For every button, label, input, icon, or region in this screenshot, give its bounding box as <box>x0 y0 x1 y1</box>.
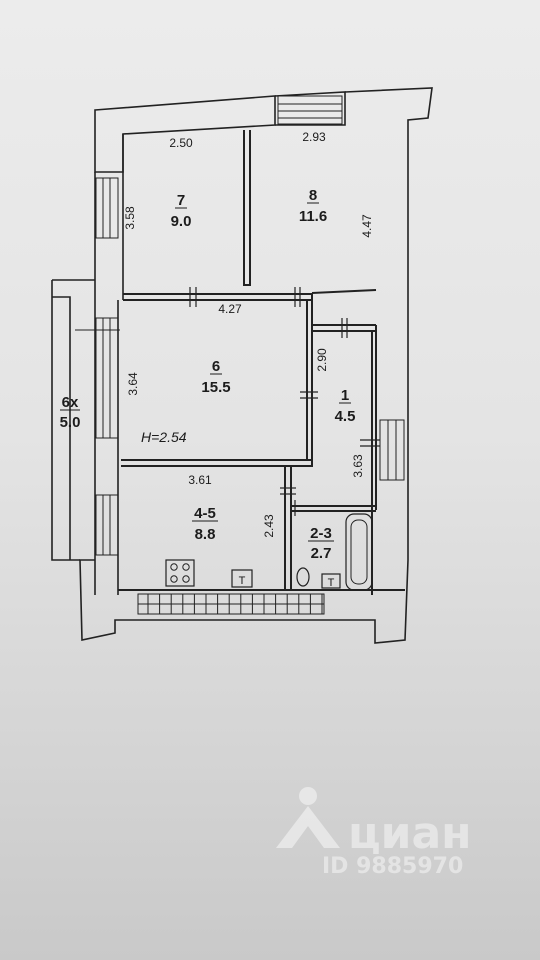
room-6-number: 6 <box>212 358 220 375</box>
left-window-middle <box>95 317 119 439</box>
windows <box>75 95 405 556</box>
dim-kitchen-height: 2.43 <box>262 514 276 538</box>
room-7-area: 9.0 <box>171 213 192 230</box>
room-7-number: 7 <box>177 192 185 209</box>
room-4-5-number: 4-5 <box>194 505 216 522</box>
left-window-lower <box>95 494 119 556</box>
dim-hall-height: 3.63 <box>351 454 365 478</box>
room-6x-area: 5.0 <box>60 414 81 431</box>
toilet <box>296 567 310 587</box>
kitchen-sink: T <box>231 569 253 588</box>
dim-kitchen-width: 3.61 <box>188 473 212 487</box>
room-1-number: 1 <box>341 387 349 404</box>
left-window-upper <box>95 177 119 239</box>
dim-room8-height: 4.47 <box>360 214 374 238</box>
ceiling-height-label: H=2.54 <box>141 429 187 445</box>
room-6-area: 15.5 <box>201 379 230 396</box>
bath-sink-label: T <box>328 577 335 589</box>
watermark-pin-icon <box>276 787 340 848</box>
bath-sink: T <box>321 573 341 589</box>
watermark-id: ID 9885970 <box>322 854 463 879</box>
dim-room6-height: 3.64 <box>126 372 140 396</box>
room-labels: 7 9.0 8 11.6 6 15.5 1 4.5 4-5 8.8 2-3 2.… <box>60 187 356 562</box>
bathtub <box>345 513 373 591</box>
watermark-brand: циан <box>348 808 472 859</box>
stove <box>165 559 195 587</box>
room-8-number: 8 <box>309 187 317 204</box>
room-2-3-area: 2.7 <box>311 545 332 562</box>
top-window <box>277 95 343 125</box>
dim-room7-height: 3.58 <box>123 206 137 230</box>
dim-top-left-width: 2.50 <box>169 136 193 150</box>
dim-top-right-width: 2.93 <box>302 130 326 144</box>
room-6x-number: 6х <box>62 394 79 411</box>
room-8-area: 11.6 <box>299 208 327 225</box>
room-4-5-area: 8.8 <box>195 526 216 543</box>
dim-corridor-height: 2.90 <box>315 348 329 372</box>
door-marks <box>189 287 380 516</box>
kitchen-sink-label: T <box>239 575 246 587</box>
room-2-3-number: 2-3 <box>310 525 332 542</box>
dimension-labels: 2.50 2.93 3.58 4.47 4.27 2.90 3.64 H=2.5… <box>123 130 374 538</box>
watermark: циан ID 9885970 <box>276 787 472 879</box>
right-window <box>379 419 405 481</box>
dim-room6-width: 4.27 <box>218 302 242 316</box>
room-1-area: 4.5 <box>335 408 356 425</box>
balcony-rail <box>137 593 325 615</box>
